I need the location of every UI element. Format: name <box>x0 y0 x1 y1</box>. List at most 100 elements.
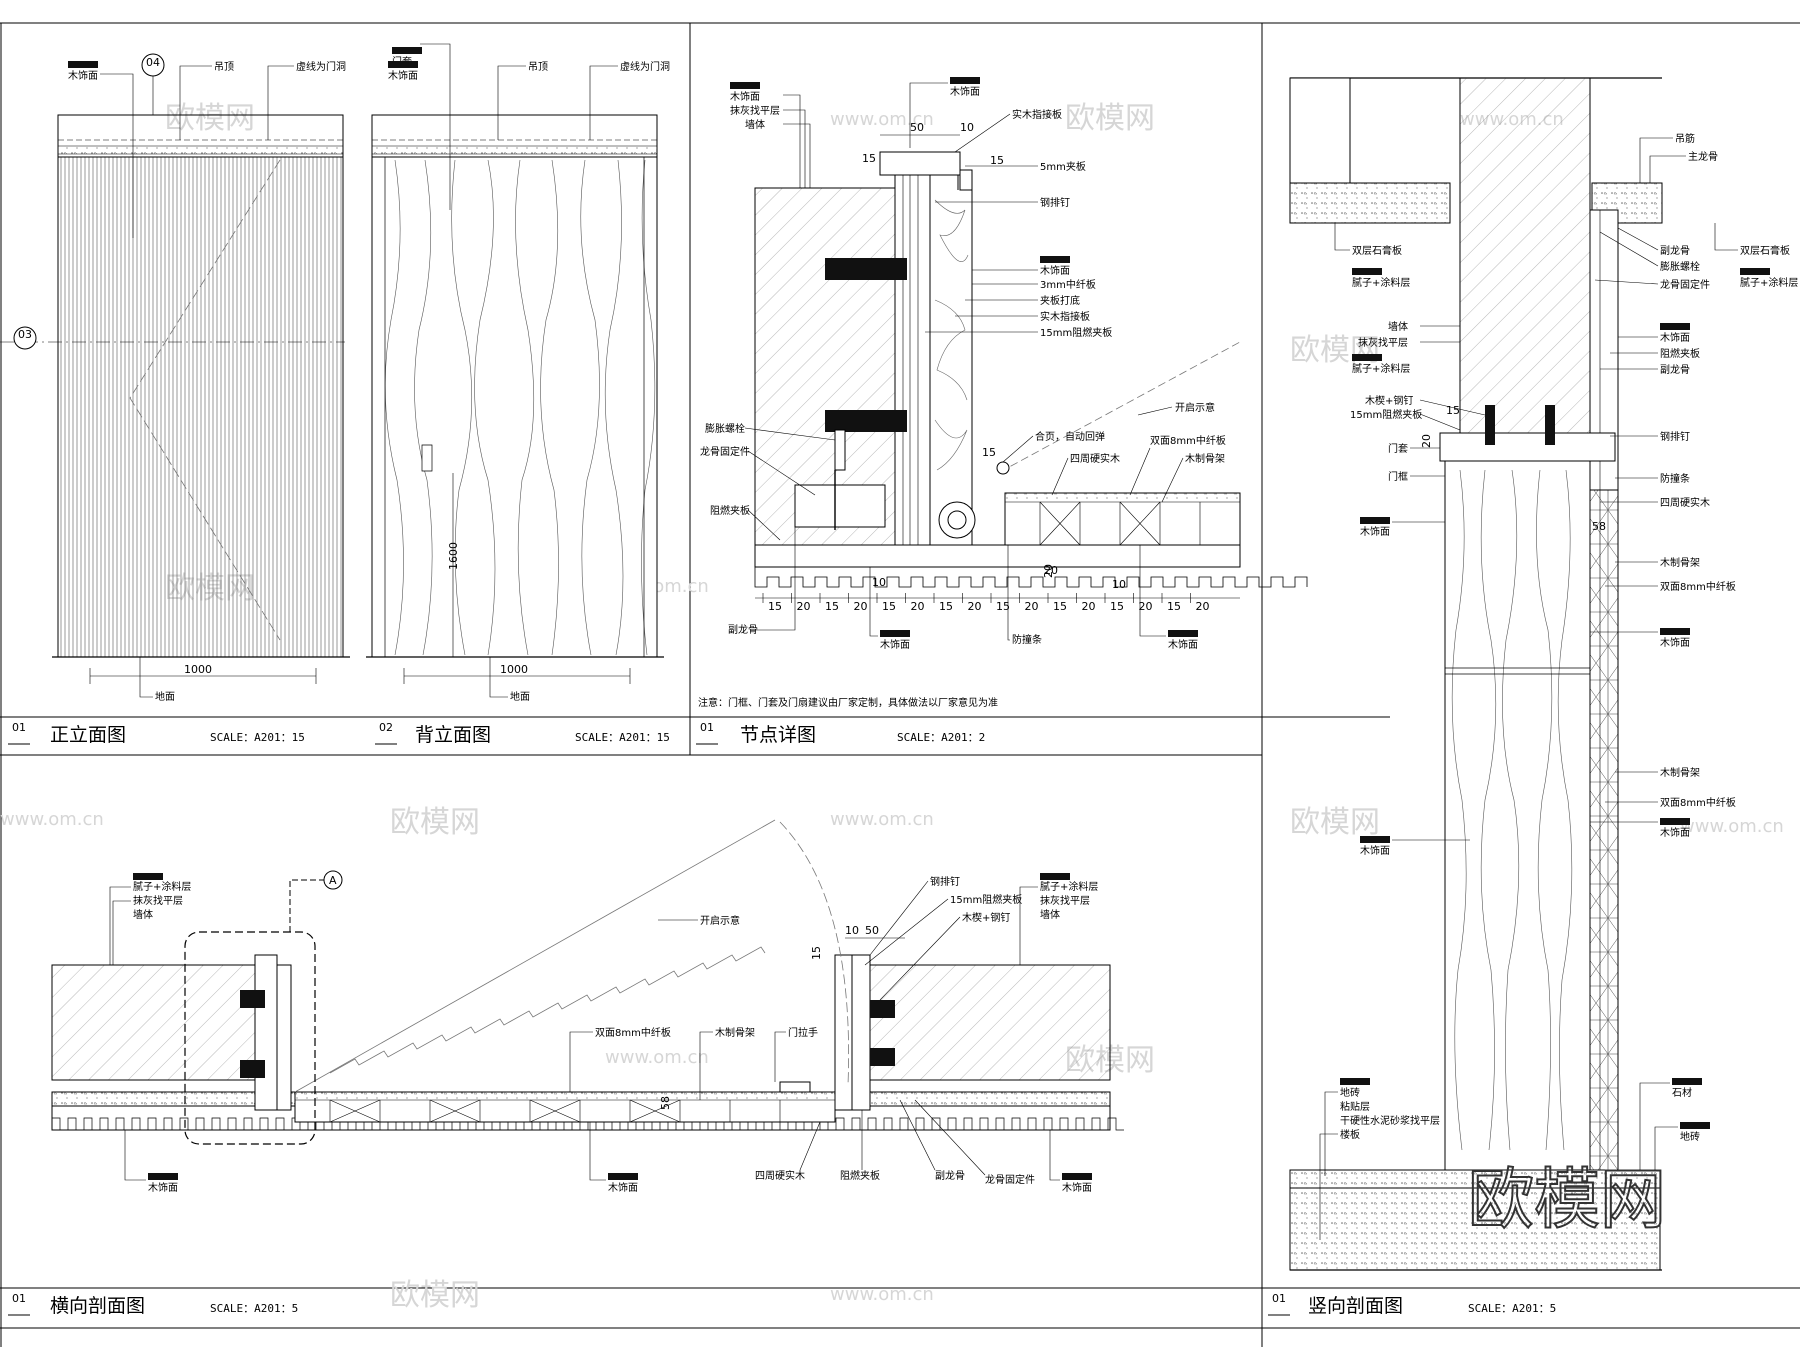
svg-text:阻燃夹板: 阻燃夹板 <box>710 504 750 517</box>
svg-text:腻子+涂料层: 腻子+涂料层 <box>1352 276 1410 289</box>
svg-text:四周硬实木: 四周硬实木 <box>755 1169 805 1182</box>
node-bottom-dim: 20 <box>1082 600 1096 613</box>
svg-text:吊顶: 吊顶 <box>214 61 234 73</box>
horizontal-section: A 腻子+涂料层 抹灰找平层 墙体 木饰面 开启示意 双面8mm中纤板 木制骨架… <box>52 820 1124 1194</box>
node-bottom-dim: 20 <box>1025 600 1039 613</box>
svg-text:吊顶: 吊顶 <box>528 61 548 73</box>
svg-text:龙骨固定件: 龙骨固定件 <box>1660 278 1710 291</box>
svg-text:15mm阻燃夹板: 15mm阻燃夹板 <box>950 893 1022 906</box>
svg-text:欧模网: 欧模网 <box>1290 333 1380 368</box>
svg-text:SCALE：A201：15: SCALE：A201：15 <box>210 731 305 744</box>
svg-text:副龙骨: 副龙骨 <box>1660 363 1690 376</box>
svg-text:3mm中纤板: 3mm中纤板 <box>1040 278 1096 291</box>
node-bottom-dim: 15 <box>996 600 1010 613</box>
svg-text:吊筋: 吊筋 <box>1675 132 1695 145</box>
svg-text:欧模网: 欧模网 <box>390 1278 480 1313</box>
svg-text:实木指接板: 实木指接板 <box>1012 108 1062 121</box>
node-bottom-dim: 20 <box>1139 600 1153 613</box>
svg-text:木饰面: 木饰面 <box>1360 525 1390 538</box>
svg-text:副龙骨: 副龙骨 <box>935 1169 965 1182</box>
svg-text:合页，自动回弹: 合页，自动回弹 <box>1035 430 1105 443</box>
svg-text:04: 04 <box>146 56 160 69</box>
svg-text:粘贴层: 粘贴层 <box>1340 1100 1370 1113</box>
svg-text:腻子+涂料层: 腻子+涂料层 <box>133 880 191 893</box>
svg-text:SCALE：A201：15: SCALE：A201：15 <box>575 731 670 744</box>
svg-text:副龙骨: 副龙骨 <box>1660 244 1690 257</box>
svg-text:木饰面: 木饰面 <box>1660 331 1690 344</box>
svg-text:SCALE：A201：5: SCALE：A201：5 <box>1468 1302 1556 1315</box>
svg-text:门套: 门套 <box>1388 442 1408 455</box>
title-block-node: 01 节点详图 SCALE：A201：2 <box>696 721 985 746</box>
svg-text:10: 10 <box>960 121 974 134</box>
svg-text:01: 01 <box>1272 1292 1286 1305</box>
svg-text:楼板: 楼板 <box>1340 1128 1360 1141</box>
svg-text:15: 15 <box>862 152 876 165</box>
title-block-horizontal: 01 横向剖面图 SCALE：A201：5 <box>8 1292 298 1317</box>
vertical-section: 欧模网 双层石膏板 腻子+涂料层 墙体 抹灰找平层 腻子+涂料层 木楔+钢钉 1… <box>1290 78 1798 1270</box>
svg-text:干硬性水泥砂浆找平层: 干硬性水泥砂浆找平层 <box>1340 1114 1440 1127</box>
svg-text:20: 20 <box>1420 434 1433 448</box>
svg-text:1600: 1600 <box>447 542 460 570</box>
back-elevation: 1600 1000 门套 木饰面 吊顶 虚线为门洞 地面 <box>366 44 670 703</box>
svg-text:墙体: 墙体 <box>1040 908 1060 921</box>
svg-text:夹板打底: 夹板打底 <box>1040 294 1080 307</box>
svg-text:地面: 地面 <box>510 690 530 703</box>
svg-text:阻燃夹板: 阻燃夹板 <box>1660 347 1700 360</box>
svg-text:木饰面: 木饰面 <box>880 638 910 651</box>
svg-text:15mm阻燃夹板: 15mm阻燃夹板 <box>1040 326 1112 339</box>
svg-text:背立面图: 背立面图 <box>415 724 491 746</box>
svg-text:1000: 1000 <box>500 663 528 676</box>
svg-text:www.om.cn: www.om.cn <box>830 1284 934 1305</box>
svg-text:石材: 石材 <box>1672 1086 1692 1099</box>
svg-text:钢排钉: 钢排钉 <box>1660 430 1690 443</box>
svg-text:木制骨架: 木制骨架 <box>1660 766 1700 779</box>
svg-text:竖向剖面图: 竖向剖面图 <box>1308 1295 1403 1317</box>
svg-text:01: 01 <box>700 721 714 734</box>
svg-text:防撞条: 防撞条 <box>1660 472 1690 485</box>
svg-text:腻子+涂料层: 腻子+涂料层 <box>1352 362 1410 375</box>
node-bottom-dim: 20 <box>854 600 868 613</box>
svg-text:木饰面: 木饰面 <box>148 1181 178 1194</box>
svg-text:10: 10 <box>872 576 886 589</box>
svg-text:58: 58 <box>659 1096 672 1110</box>
svg-text:膨胀螺栓: 膨胀螺栓 <box>705 422 745 435</box>
svg-text:15: 15 <box>1446 404 1460 417</box>
svg-text:横向剖面图: 横向剖面图 <box>50 1295 145 1317</box>
svg-text:双面8mm中纤板: 双面8mm中纤板 <box>1660 580 1736 593</box>
svg-text:木制骨架: 木制骨架 <box>1185 452 1225 465</box>
svg-text:虚线为门洞: 虚线为门洞 <box>296 60 346 73</box>
svg-text:虚线为门洞: 虚线为门洞 <box>620 60 670 73</box>
svg-text:阻燃夹板: 阻燃夹板 <box>840 1169 880 1182</box>
svg-text:www.om.cn: www.om.cn <box>830 809 934 830</box>
svg-text:龙骨固定件: 龙骨固定件 <box>985 1173 1035 1186</box>
svg-text:50: 50 <box>910 121 924 134</box>
title-block-front: 01 正立面图 SCALE：A201：15 <box>8 721 305 746</box>
svg-text:注意：门框、门套及门扇建议由厂家定制，具体做法以厂家意见为准: 注意：门框、门套及门扇建议由厂家定制，具体做法以厂家意见为准 <box>698 696 998 709</box>
svg-text:20: 20 <box>1044 564 1058 577</box>
svg-text:实木指接板: 实木指接板 <box>1040 310 1090 323</box>
svg-text:木饰面: 木饰面 <box>1040 264 1070 277</box>
svg-text:地面: 地面 <box>155 690 175 703</box>
svg-text:双层石膏板: 双层石膏板 <box>1352 244 1402 257</box>
front-elevation: 1000 03 04 木饰面 吊顶 虚线为门洞 地面 <box>0 53 350 703</box>
svg-text:墙体: 墙体 <box>745 118 765 131</box>
node-bottom-dim: 15 <box>939 600 953 613</box>
svg-text:抹灰找平层: 抹灰找平层 <box>133 894 183 907</box>
svg-text:四周硬实木: 四周硬实木 <box>1660 496 1710 509</box>
svg-text:欧模网: 欧模网 <box>165 101 255 136</box>
svg-text:节点详图: 节点详图 <box>740 724 816 746</box>
svg-text:58: 58 <box>1592 520 1606 533</box>
svg-text:木楔+钢钉: 木楔+钢钉 <box>962 911 1010 924</box>
svg-text:防撞条: 防撞条 <box>1012 633 1042 646</box>
sheet-frame <box>0 23 1800 1347</box>
svg-text:15mm阻燃夹板: 15mm阻燃夹板 <box>1350 408 1422 421</box>
svg-text:木饰面: 木饰面 <box>1062 1181 1092 1194</box>
svg-text:正立面图: 正立面图 <box>50 724 126 746</box>
svg-text:墙体: 墙体 <box>1388 320 1408 333</box>
svg-text:A: A <box>329 874 337 887</box>
svg-text:15: 15 <box>982 446 996 459</box>
svg-text:www.om.cn: www.om.cn <box>0 809 104 830</box>
svg-text:钢排钉: 钢排钉 <box>1040 196 1070 209</box>
svg-text:腻子+涂料层: 腻子+涂料层 <box>1740 276 1798 289</box>
svg-text:墙体: 墙体 <box>133 908 153 921</box>
